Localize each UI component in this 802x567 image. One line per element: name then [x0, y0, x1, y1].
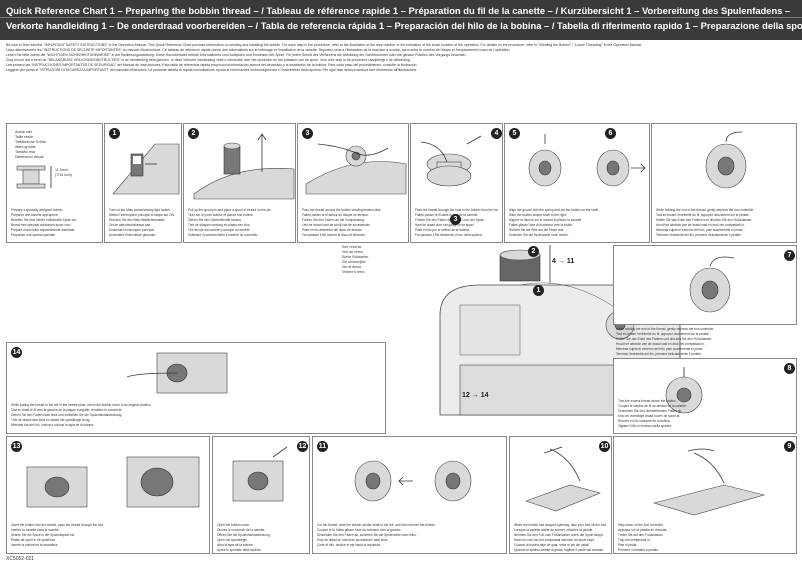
step-14-text: While pulling the thread to the left of … — [11, 403, 152, 427]
step-number-14: 14 — [11, 347, 22, 358]
intro-fr: Lisez attentivement les "INSTRUCTIONS DE… — [6, 48, 511, 52]
header-title-line2: Verkorte handleiding 1 – De onderdraad v… — [6, 20, 802, 31]
step-9-panel: 9 Step down on the foot controller.Appuy… — [613, 436, 797, 554]
step-7-detail-panel: 7 — [613, 245, 797, 325]
step-14-panel: 14 While pulling the thread to the left … — [6, 342, 386, 434]
step-11-panel: 11 Cut the thread, slide the bobbin wind… — [312, 436, 507, 554]
step-10-text: When the bobbin has stopped spinning, ta… — [514, 523, 607, 552]
machine-callout-12-14: 12 → 14 — [462, 392, 489, 399]
power-switch-icon — [112, 143, 180, 195]
spool-size-value: 11.5mm(7/16 inch) — [55, 168, 72, 177]
step-number-7: 7 — [784, 250, 795, 261]
intro-en: Be sure to first read the "IMPORTANT SAF… — [6, 43, 643, 47]
bobbin-winding-icon — [705, 131, 747, 189]
step-number-9: 9 — [784, 441, 795, 452]
step-number-11: 11 — [317, 441, 328, 452]
machine-callout-4-11: 4 → 11 — [552, 258, 575, 265]
foot-controller-press-icon — [652, 448, 766, 516]
step-11-text: Cut the thread, slide the bobbin winder … — [317, 523, 436, 547]
step-5-6-text: Align the groove with the spring and set… — [509, 208, 600, 237]
step-number-4: 4 — [491, 128, 502, 139]
needle-plate-icon — [126, 352, 228, 394]
step-12-text: Open the bobbin cover.Ouvrez le couvercl… — [217, 523, 271, 552]
intro-it: Leggere per prima le "ISTRUZIONI DI SICU… — [6, 68, 418, 72]
thread-end-icon — [689, 256, 735, 313]
step-7-text-upper: While holding the end of the thread, gen… — [656, 208, 755, 237]
header-title-line1: Quick Reference Chart 1 – Preparing the … — [6, 5, 791, 16]
step-13-text: Insert the bobbin into the shuttle, pass… — [11, 523, 104, 547]
step-number-8: 8 — [784, 363, 795, 374]
step-number-1: 1 — [109, 128, 120, 139]
step-3-text: Pass the thread around the bobbin windin… — [302, 208, 382, 237]
bobbin-actual-size-icon — [16, 165, 52, 189]
step-5-6-panel: 5 6 Align the groove with the spring and… — [504, 123, 650, 243]
tension-disk-icon — [305, 143, 407, 195]
step-12-panel: 12 Open the bobbin cover.Ouvrez le couve… — [212, 436, 310, 554]
bobbin-case-icon — [26, 456, 200, 508]
step-number-6: 6 — [605, 128, 616, 139]
step-number-12: 12 — [297, 441, 308, 452]
step-3-panel: 3 Pass the thread around the bobbin wind… — [297, 123, 409, 243]
step-number-3: 3 — [302, 128, 313, 139]
step-9-text: Step down on the foot controller.Appuyez… — [618, 523, 668, 552]
machine-callout-1: 1 — [533, 285, 544, 296]
step-4-panel: 4 Pass the thread through the hole in th… — [410, 123, 503, 243]
bobbin-hole-icon — [420, 135, 482, 187]
step-1-text: Turn on the Main power/sewing light swit… — [109, 208, 175, 237]
step-4-text: Pass the thread through the hole in the … — [415, 208, 498, 237]
intro-es: Lea primero las "INSTRUCCIONES IMPORTANT… — [6, 63, 418, 67]
spool-pin-icon — [193, 133, 295, 200]
chart-header: Quick Reference Chart 1 – Preparing the … — [0, 0, 802, 40]
trim-thread-icon — [665, 367, 703, 414]
remove-bobbin-icon — [354, 460, 472, 502]
machine-callout-2: 2 — [528, 246, 539, 257]
machine-callout-3: 3 — [450, 214, 461, 225]
spool-panel-text: Prepare a specially designed bobbin.Prép… — [11, 208, 77, 237]
step-8-panel: 8 Trim the excess thread above the bobbi… — [613, 358, 797, 434]
step-7-text-lower: While holding the end of the thread, gen… — [616, 327, 715, 356]
bobbin-cover-icon — [232, 446, 288, 502]
step-10-panel: 10 When the bobbin has stopped spinning,… — [509, 436, 612, 554]
step-number-10: 10 — [599, 441, 610, 452]
header-divider — [0, 17, 802, 18]
foot-controller-release-icon — [525, 446, 601, 512]
intro-nl: Zorg ervoor dat u eerst de "BELANGRIJKE … — [6, 58, 411, 62]
step-13-panel: 13 Insert the bobbin into the shuttle, p… — [6, 436, 210, 554]
document-code: XC5052-021 — [6, 556, 35, 562]
step-number-2: 2 — [188, 128, 199, 139]
step-1-panel: 1 Turn on the Main power/sewing light sw… — [104, 123, 182, 243]
step-7-panel: While holding the end of the thread, gen… — [651, 123, 797, 243]
step-number-5: 5 — [509, 128, 520, 139]
step-8-text: Trim the excess thread above the bobbin.… — [618, 399, 687, 428]
intro-de: Lesen Sie bitte zuerst die "WICHTIGEN SI… — [6, 53, 467, 57]
intro-text: Be sure to first read the "IMPORTANT SAF… — [6, 43, 796, 73]
step-2-text: Pull up the spool pin and place a spool … — [188, 208, 272, 237]
see-reverse-note: See reverse.Voir au verso.Siehe Rückseit… — [342, 245, 369, 274]
step-2-panel: 2 Pull up the spool pin and place a spoo… — [183, 123, 296, 243]
step-number-13: 13 — [11, 441, 22, 452]
bobbin-shaft-icon — [528, 134, 646, 187]
